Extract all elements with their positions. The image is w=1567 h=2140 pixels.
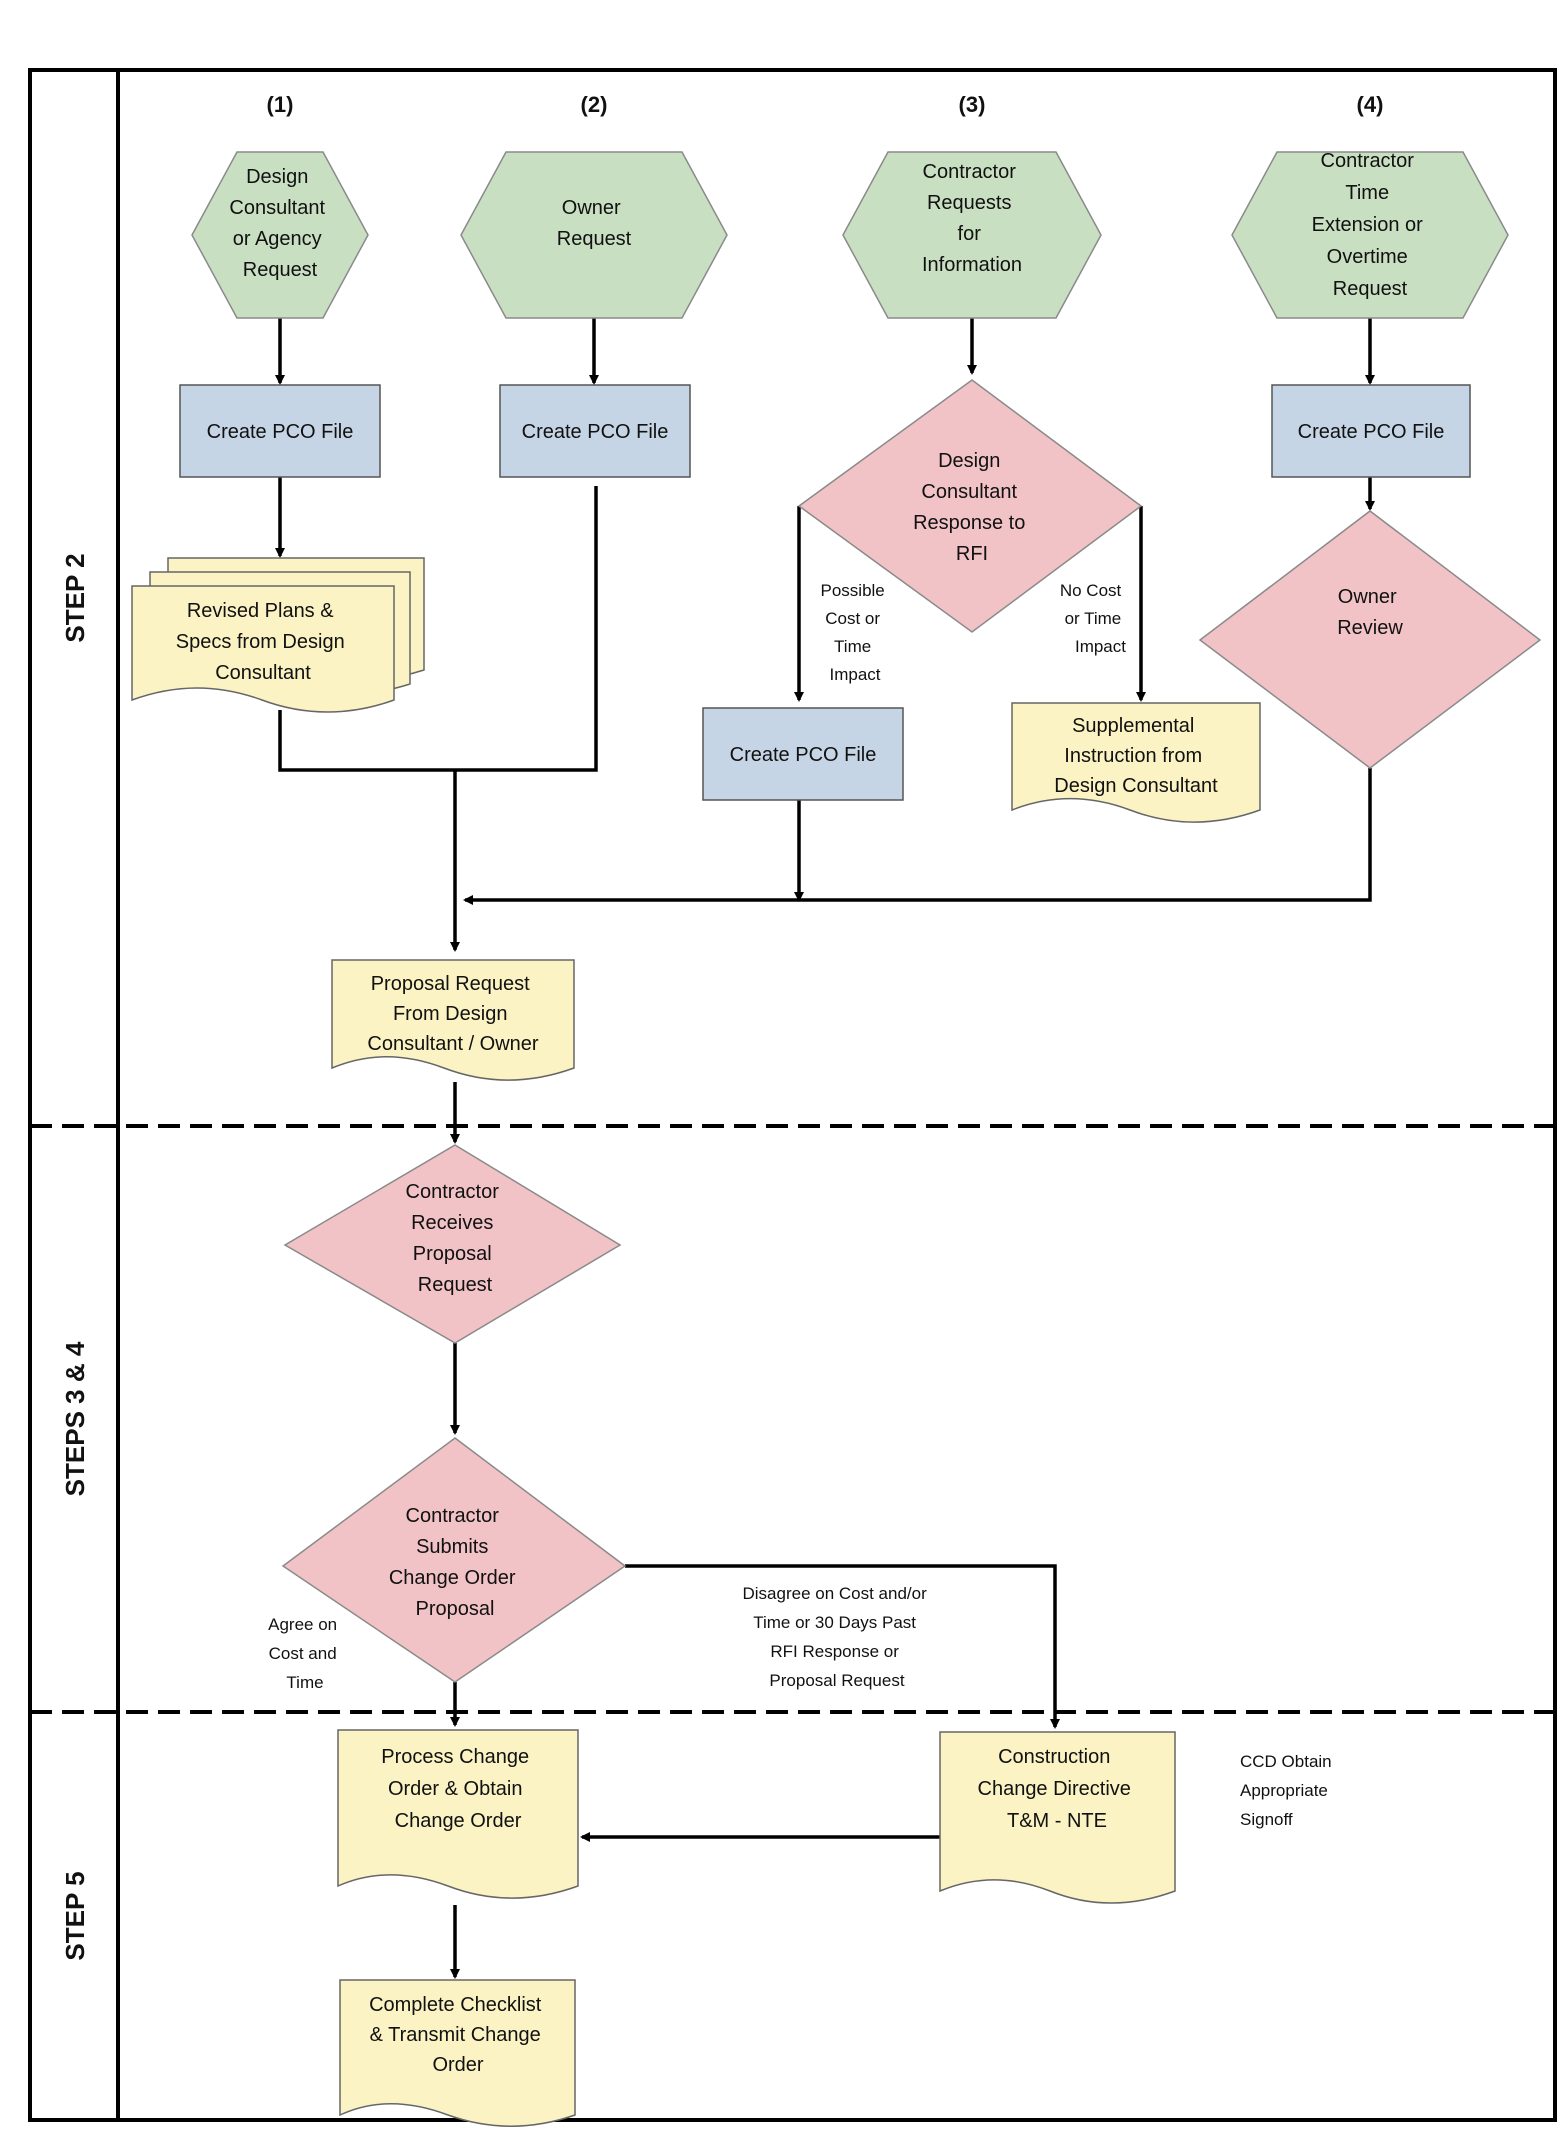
document-proposal-request-label: Proposal Request From Design Consultant … [367, 973, 539, 1055]
create-pco-box-4-label: Create PCO File [1298, 421, 1445, 443]
create-pco-box-1-label: Create PCO File [207, 421, 354, 443]
start-node-design-consultant [191, 151, 369, 319]
document-process-change-order-label: Process Change Order & Obtain Change Ord… [381, 1746, 534, 1832]
start-node-4-label: Contractor Time Extension or Overtime Re… [1312, 150, 1429, 300]
document-proposal-request [331, 959, 575, 1081]
document-revised-plans-label: Revised Plans & Specs from Design Consul… [176, 600, 351, 684]
possible-cost-label: Possible Cost or Time Impact [821, 581, 890, 684]
start-node-3-label: Contractor Requests for Information [922, 161, 1022, 276]
document-supplemental-instruction [1011, 702, 1261, 823]
create-pco-box-1 [179, 384, 381, 478]
create-pco-box-2 [499, 384, 691, 478]
decision-owner-review [1198, 510, 1542, 769]
document-revised-plans [131, 557, 425, 713]
document-construction-change-directive [939, 1731, 1176, 1904]
lane-label-step2: STEP 2 [60, 553, 90, 642]
document-construction-change-directive-label: Construction Change Directive T&M - NTE [978, 1746, 1137, 1832]
column-label-2: (2) [581, 92, 608, 117]
lane-label-steps-3-4: STEPS 3 & 4 [60, 1341, 90, 1496]
create-pco-box-2-label: Create PCO File [522, 421, 669, 443]
ccd-note: CCD Obtain Appropriate Signoff [1240, 1752, 1336, 1829]
create-pco-box-3-label: Create PCO File [730, 744, 877, 766]
document-complete-checklist [339, 1979, 576, 2127]
decision-contractor-receives-proposal-label: Contractor Receives Proposal Request [406, 1181, 505, 1296]
decision-contractor-receives-proposal [283, 1144, 622, 1344]
decision-contractor-submits-proposal-label: Contractor Submits Change Order Proposal [389, 1505, 521, 1620]
column-label-1: (1) [267, 92, 294, 117]
column-label-4: (4) [1357, 92, 1384, 117]
decision-contractor-submits-proposal [281, 1437, 627, 1683]
disagree-label: Disagree on Cost and/or Time or 30 Days … [742, 1584, 931, 1690]
start-node-contractor-rfi [842, 151, 1102, 319]
no-cost-label: No Cost or Time Impact [1060, 581, 1126, 656]
start-node-2-label: Owner Request [557, 197, 632, 250]
document-complete-checklist-label: Complete Checklist & Transmit Change Ord… [369, 1994, 547, 2076]
connectors [275, 318, 1375, 1979]
start-node-contractor-time-extension [1231, 151, 1509, 319]
document-process-change-order [337, 1729, 579, 1899]
create-pco-box-4 [1271, 384, 1471, 478]
lane-label-step5: STEP 5 [60, 1871, 90, 1960]
start-node-owner-request [460, 151, 728, 319]
diagram-frame [28, 68, 1557, 2122]
agree-label: Agree on Cost and Time [268, 1615, 342, 1692]
decision-rfi-response-label: Design Consultant Response to RFI [913, 450, 1031, 565]
create-pco-box-3 [702, 707, 904, 801]
document-supplemental-instruction-label: Supplemental Instruction from Design Con… [1054, 715, 1218, 797]
column-label-3: (3) [959, 92, 986, 117]
start-node-1-label: Design Consultant or Agency Request [229, 166, 330, 281]
decision-rfi-response [797, 379, 1143, 633]
decision-owner-review-label: Owner Review [1337, 586, 1403, 639]
